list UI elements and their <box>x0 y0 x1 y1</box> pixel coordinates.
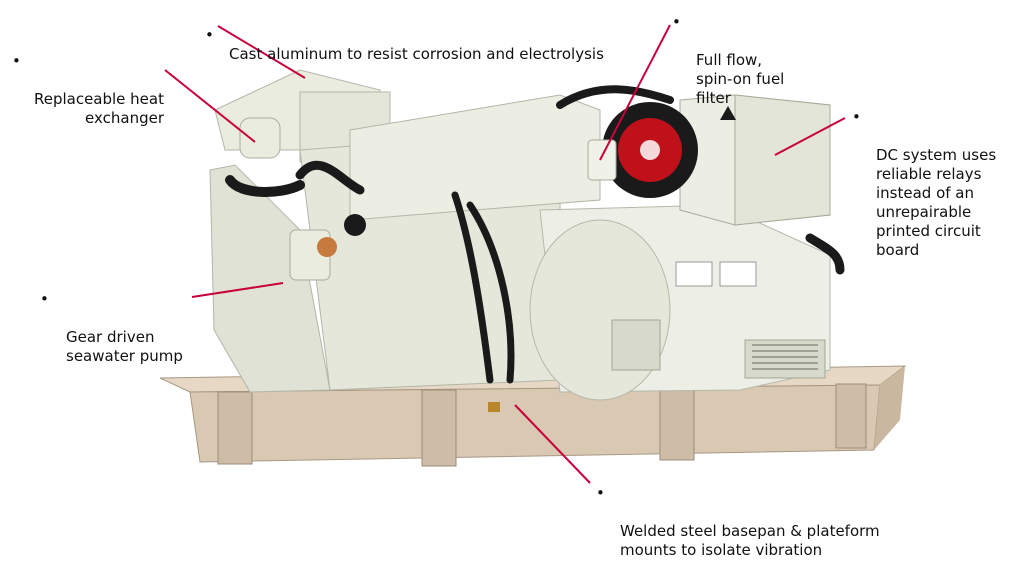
callout-cast-aluminum: • Cast aluminum to resist corrosion and … <box>205 7 604 64</box>
control-box <box>679 94 831 226</box>
bullet: • <box>672 13 681 31</box>
bullet: • <box>596 484 605 502</box>
bullet: • <box>12 52 21 70</box>
callout-text: Gear driven seawater pump <box>66 328 183 365</box>
callout-text: Full flow, spin-on fuel filter <box>696 51 785 107</box>
callout-text: Welded steel basepan & plateform mounts … <box>620 522 880 559</box>
fuel-filter-unit <box>587 102 698 198</box>
callout-basepan: • Welded steel basepan & plateform mount… <box>596 484 880 579</box>
hoses <box>225 85 845 384</box>
leader-fuel-filter <box>599 24 671 161</box>
generator-illustration <box>159 69 907 467</box>
callout-text: Cast aluminum to resist corrosion and el… <box>229 45 604 63</box>
leader-basepan <box>514 404 591 484</box>
callout-seawater-pump: • Gear driven seawater pump <box>40 290 183 385</box>
engine-block <box>209 69 601 393</box>
callout-heat-exchanger: • Replaceable heat exchanger <box>12 52 164 128</box>
bullet: • <box>852 108 861 126</box>
leader-heat-exchanger <box>164 69 256 143</box>
leader-seawater-pump <box>191 282 284 298</box>
callout-dc-system: • DC system uses reliable relays instead… <box>852 108 996 279</box>
callout-fuel-filter: • Full flow, spin-on fuel filter <box>672 13 784 127</box>
diagram-stage: • Cast aluminum to resist corrosion and … <box>12 7 996 559</box>
generator-housing <box>529 204 831 401</box>
bullet: • <box>205 26 214 44</box>
bullet: • <box>40 290 49 308</box>
callout-text: Replaceable heat exchanger <box>33 90 164 127</box>
callout-text: DC system uses reliable relays instead o… <box>876 146 997 259</box>
leader-lines <box>164 24 846 484</box>
leader-dc-system <box>774 117 846 156</box>
leader-cast-aluminum <box>217 25 306 79</box>
